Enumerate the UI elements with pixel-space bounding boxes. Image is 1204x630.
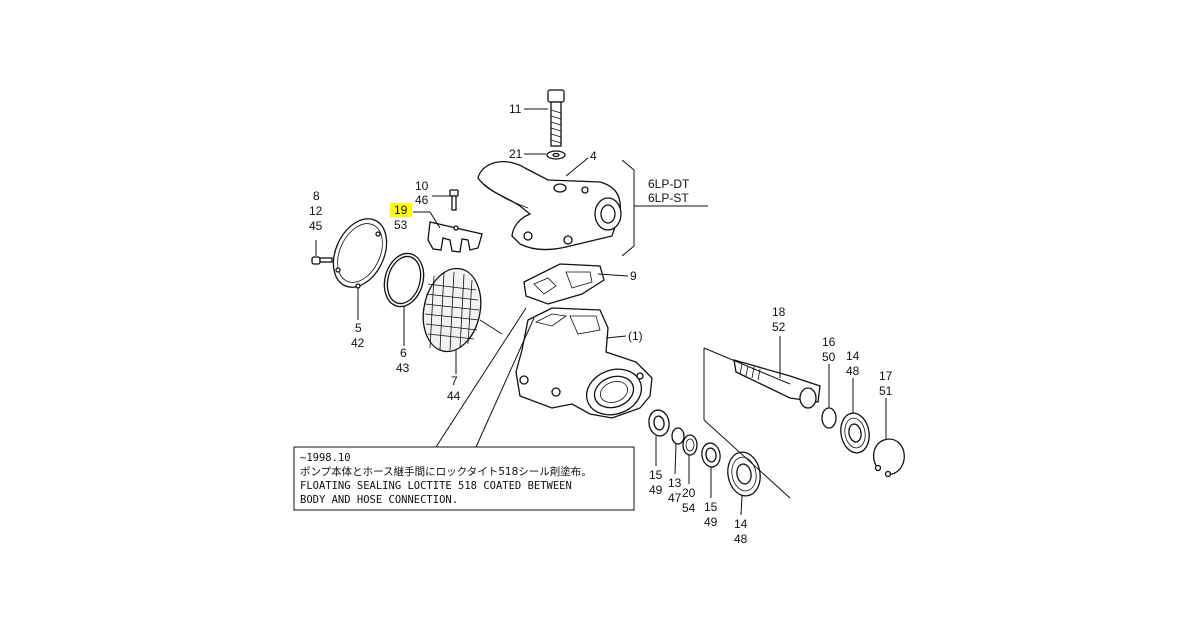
part-snap-ring-16 bbox=[821, 407, 837, 429]
part-shaft-18 bbox=[733, 359, 821, 409]
part-bearing-14a bbox=[840, 412, 870, 454]
callout-52: 52 bbox=[772, 320, 786, 334]
callout-8: 8 bbox=[313, 189, 320, 203]
callout-labels: 11 21 4 10 46 19 53 8 12 45 9 (1) 5 42 6… bbox=[309, 102, 893, 546]
callout-21: 21 bbox=[509, 147, 523, 161]
part-gasket-9 bbox=[523, 263, 605, 305]
model-6lp-dt: 6LP-DT bbox=[648, 177, 690, 191]
model-labels: 6LP-DT 6LP-ST bbox=[648, 177, 690, 205]
part-pump-body-1 bbox=[515, 307, 653, 419]
part-circlip-17 bbox=[873, 438, 905, 478]
callout-48a: 48 bbox=[846, 364, 860, 378]
callout-14a: 14 bbox=[846, 349, 860, 363]
part-bolt-11 bbox=[547, 89, 565, 147]
callout-46: 46 bbox=[415, 193, 429, 207]
part-hose-connection-4 bbox=[477, 161, 622, 251]
callout-48b: 48 bbox=[734, 532, 748, 546]
part-seal-15b bbox=[701, 442, 721, 468]
callout-20: 20 bbox=[682, 486, 696, 500]
callout-1: (1) bbox=[628, 329, 643, 343]
part-washer-21 bbox=[546, 150, 566, 160]
callout-47: 47 bbox=[668, 491, 682, 505]
part-ring-13 bbox=[671, 427, 685, 445]
callout-54: 54 bbox=[682, 501, 696, 515]
callout-44: 44 bbox=[447, 389, 461, 403]
callout-50: 50 bbox=[822, 350, 836, 364]
part-cover-5 bbox=[332, 218, 388, 289]
callout-6: 6 bbox=[400, 346, 407, 360]
part-screw-8 bbox=[311, 256, 333, 265]
callout-15b: 15 bbox=[704, 500, 718, 514]
part-plate-19 bbox=[427, 221, 483, 253]
callout-19: 19 bbox=[394, 203, 408, 217]
callout-42: 42 bbox=[351, 336, 365, 350]
callout-51: 51 bbox=[879, 384, 893, 398]
callout-5: 5 bbox=[355, 321, 362, 335]
note-box: ~1998.10 ポンプ本体とホース継手間にロックタイト518シール剤塗布。 F… bbox=[293, 446, 635, 511]
callout-53: 53 bbox=[394, 218, 408, 232]
callout-4: 4 bbox=[590, 149, 597, 163]
part-screw-10 bbox=[449, 189, 459, 211]
callout-17: 17 bbox=[879, 369, 893, 383]
part-impeller-7 bbox=[422, 267, 482, 353]
callout-49a: 49 bbox=[649, 483, 663, 497]
callout-15a: 15 bbox=[649, 468, 663, 482]
note-line-3: FLOATING SEALING LOCTITE 518 COATED BETW… bbox=[300, 480, 572, 492]
note-line-4: BODY AND HOSE CONNECTION. bbox=[300, 494, 458, 506]
callout-43: 43 bbox=[396, 361, 410, 375]
highlight-box bbox=[390, 203, 412, 217]
callout-18: 18 bbox=[772, 305, 786, 319]
note-line-2: ポンプ本体とホース継手間にロックタイト518シール剤塗布。 bbox=[300, 465, 592, 478]
callout-12: 12 bbox=[309, 204, 323, 218]
callout-14b: 14 bbox=[734, 517, 748, 531]
part-ring-20 bbox=[682, 434, 698, 456]
callout-16: 16 bbox=[822, 335, 836, 349]
note-line-1: ~1998.10 bbox=[300, 452, 351, 464]
callout-11: 11 bbox=[509, 102, 522, 116]
part-seal-15a bbox=[648, 409, 670, 437]
callout-49b: 49 bbox=[704, 515, 718, 529]
leader-lines bbox=[315, 108, 887, 516]
callout-9: 9 bbox=[630, 269, 637, 283]
callout-13: 13 bbox=[668, 476, 682, 490]
callout-45: 45 bbox=[309, 219, 323, 233]
callout-7: 7 bbox=[451, 374, 458, 388]
model-6lp-st: 6LP-ST bbox=[648, 191, 689, 205]
part-o-ring-6 bbox=[383, 252, 425, 308]
callout-10: 10 bbox=[415, 179, 429, 193]
